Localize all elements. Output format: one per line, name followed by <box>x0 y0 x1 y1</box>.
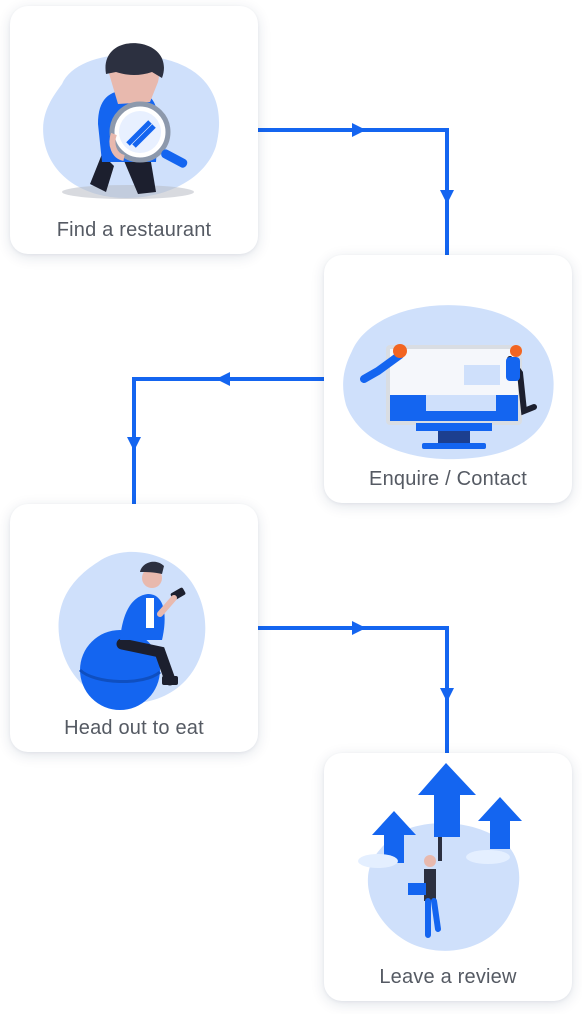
step-label: Leave a review <box>379 966 517 988</box>
arrowhead-left-icon <box>216 372 230 386</box>
connector-headout-to-review <box>256 626 449 755</box>
person-with-magnifying-glass-icon <box>43 43 220 199</box>
arrowhead-right-icon <box>352 123 366 137</box>
arrowhead-right-icon <box>352 621 366 635</box>
people-with-monitor-icon <box>343 305 554 460</box>
step-card-enquire-contact: Enquire / Contact <box>324 255 572 503</box>
step-card-head-out-to-eat: Head out to eat <box>10 504 258 752</box>
connector-enquire-to-headout <box>132 377 326 506</box>
person-climbing-arrows-icon <box>358 763 522 951</box>
connector-find-to-enquire <box>256 128 449 257</box>
step-card-find-restaurant: Find a restaurant <box>10 6 258 254</box>
person-on-ball-with-phone-icon <box>58 551 206 710</box>
step-card-leave-review: Leave a review <box>324 753 572 1001</box>
step-label: Find a restaurant <box>56 219 212 241</box>
step-label: Enquire / Contact <box>369 468 527 490</box>
arrowhead-down-icon <box>127 437 141 451</box>
arrowhead-down-icon <box>440 688 454 702</box>
arrowhead-down-icon <box>440 190 454 204</box>
step-label: Head out to eat <box>64 717 204 739</box>
